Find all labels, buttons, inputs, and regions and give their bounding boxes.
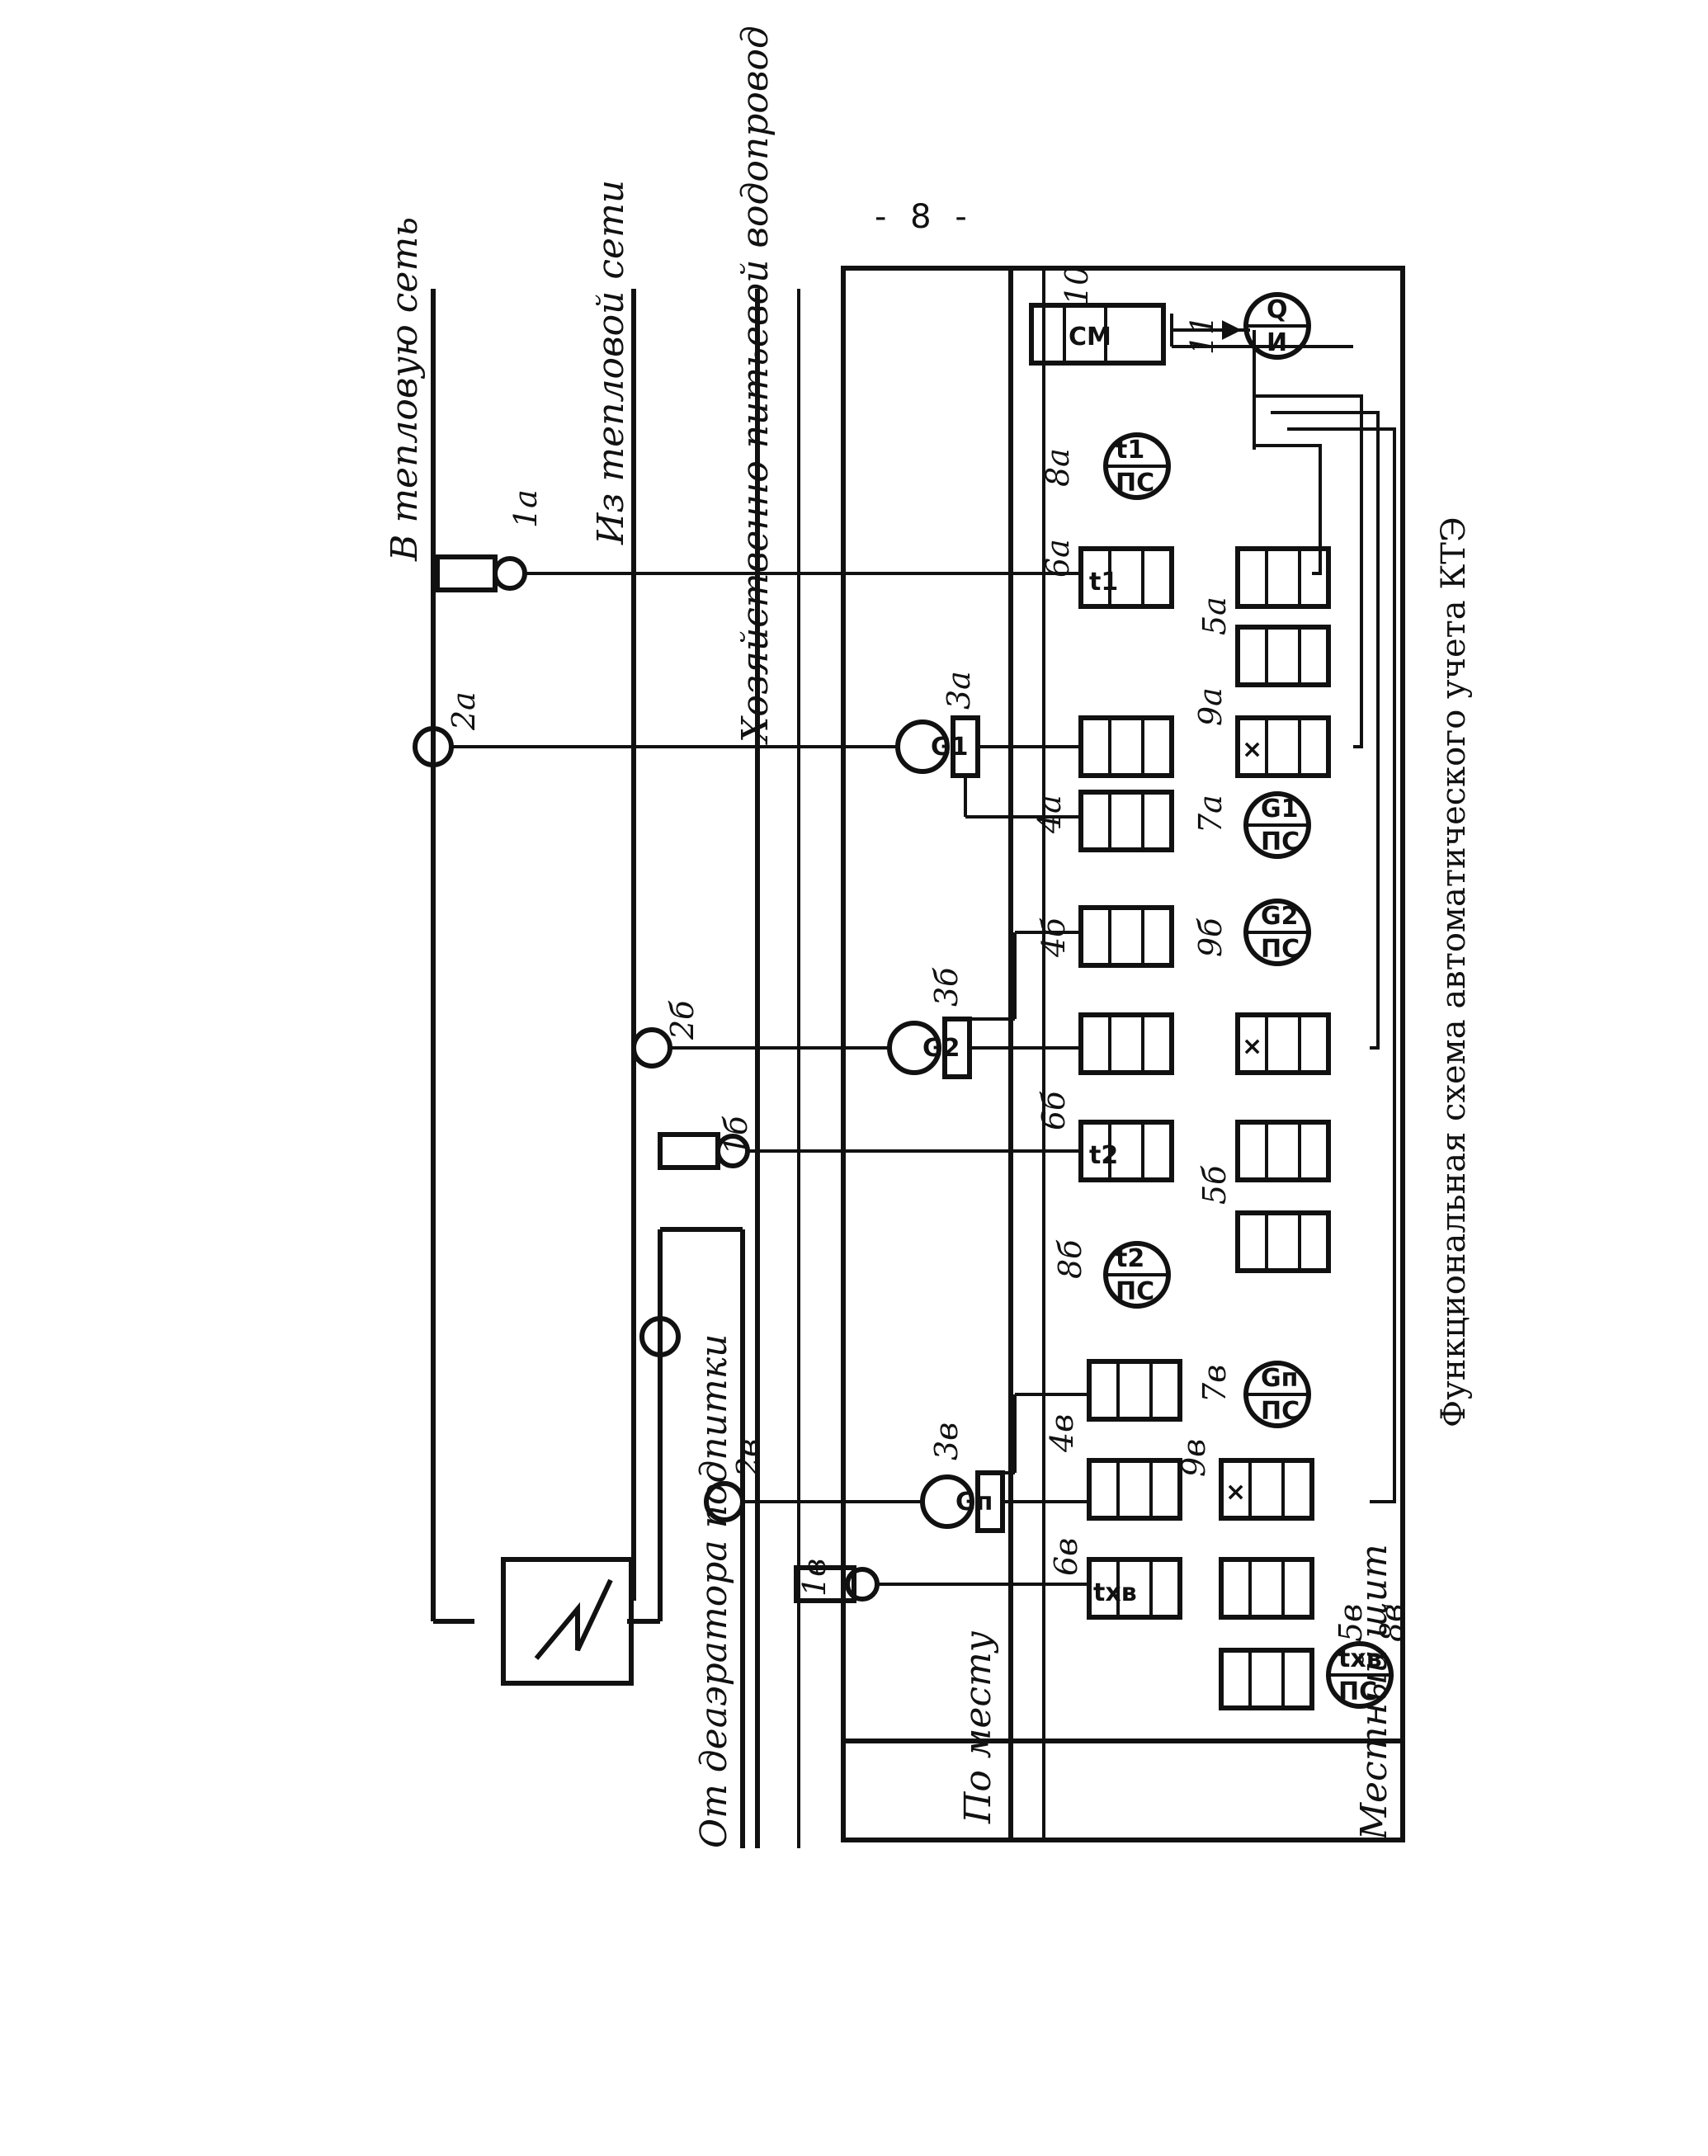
sensor-1v (794, 1565, 856, 1603)
svg-text:tхв: tхв (1093, 1578, 1137, 1607)
transducers (887, 715, 1005, 1533)
svg-text:G1: G1 (1261, 795, 1299, 823)
svg-text:3а: 3а (941, 671, 977, 710)
svg-text:9б: 9б (1192, 918, 1229, 957)
svg-text:6в: 6в (1048, 1538, 1084, 1576)
sensor-1a (435, 554, 498, 592)
svg-text:ПС: ПС (1116, 469, 1154, 498)
svg-text:tхв: tхв (1338, 1644, 1382, 1673)
block-5a-1 (1235, 546, 1331, 609)
svg-text:10: 10 (1059, 266, 1095, 305)
svg-text:ПС: ПС (1116, 1277, 1154, 1306)
svg-text:1б: 1б (718, 1116, 754, 1155)
panel-frame (841, 266, 1405, 1842)
svg-text:2в: 2в (730, 1439, 767, 1478)
svg-text:4б: 4б (1036, 918, 1072, 958)
svg-text:8а: 8а (1040, 448, 1076, 487)
signal-lines (451, 314, 1396, 1586)
page-number: - 8 - (875, 198, 974, 236)
svg-text:5в: 5в (1333, 1604, 1369, 1642)
label-supply: В тепловую сеть (384, 217, 426, 562)
svg-text:7в: 7в (1196, 1365, 1233, 1403)
svg-text:×: × (1242, 1032, 1262, 1061)
block-10: СМ (1029, 303, 1166, 366)
svg-text:Gп: Gп (955, 1488, 993, 1517)
svg-text:4в: 4в (1044, 1414, 1080, 1453)
block-5a-2 (1235, 625, 1331, 687)
block-4v-2 (1087, 1458, 1182, 1521)
svg-text:G2: G2 (922, 1034, 960, 1063)
heat-exchanger (501, 1557, 634, 1686)
svg-text:9в: 9в (1176, 1439, 1212, 1477)
svg-text:5а: 5а (1196, 597, 1233, 635)
block-9b: × (1235, 1012, 1331, 1075)
label-deaerator: От деаэратора подпитки (693, 1334, 735, 1848)
svg-text:2б: 2б (664, 1000, 701, 1040)
svg-text:1в: 1в (796, 1559, 833, 1597)
makeup-pump (639, 1316, 681, 1357)
svg-text:9а: 9а (1192, 687, 1229, 726)
svg-text:ПС: ПС (1261, 828, 1300, 856)
svg-text:Q: Q (1267, 295, 1288, 324)
svg-text:5б: 5б (1196, 1165, 1233, 1205)
block-5b-1 (1235, 1120, 1331, 1182)
svg-text:И: И (1267, 328, 1287, 357)
block-5b-2 (1235, 1210, 1331, 1273)
label-water: Хозяйственно-питьевой водопровод (734, 26, 776, 745)
svg-text:×: × (1225, 1478, 1246, 1507)
svg-text:ПС: ПС (1261, 1397, 1300, 1426)
svg-text:3б: 3б (928, 967, 965, 1007)
process-lines (431, 289, 800, 1848)
svg-text:ПС: ПС (1261, 935, 1300, 964)
svg-text:1а: 1а (507, 489, 544, 528)
block-4b-2 (1078, 1012, 1174, 1075)
block-5v-1 (1219, 1557, 1314, 1620)
block-6a: t1 (1078, 546, 1174, 609)
svg-text:4а: 4а (1031, 795, 1068, 834)
line-labels: В тепловую сеть Из тепловой сети Хозяйст… (384, 26, 1473, 1848)
indicators: t1 ПС Q И G1 ПС G2 ПС t2 ПС Gп ПС tхв ПС… (922, 292, 1394, 1709)
svg-text:t2: t2 (1089, 1141, 1118, 1170)
block-4a-2 (1078, 790, 1174, 852)
block-4b-1 (1078, 905, 1174, 968)
svg-text:×: × (1242, 735, 1262, 764)
block-9v: × (1219, 1458, 1314, 1521)
block-4v-1 (1087, 1359, 1182, 1422)
label-return: Из тепловой сети (590, 180, 632, 545)
svg-text:t1: t1 (1116, 436, 1144, 465)
svg-text:СМ: СМ (1069, 323, 1111, 351)
svg-text:Gп: Gп (1261, 1364, 1298, 1393)
sensor-1b (658, 1132, 720, 1170)
svg-text:G2: G2 (1261, 902, 1299, 931)
figure-caption: Функциональная схема автоматического уче… (1435, 517, 1473, 1427)
position-codes: 1а 2а 3а 4а 5а 6а 7а 8а 9а 1б 2б 3б 4б 5… (446, 266, 1410, 1642)
svg-text:8б: 8б (1052, 1239, 1088, 1279)
block-9a: × (1235, 715, 1331, 778)
svg-text:6а: 6а (1040, 539, 1076, 578)
temperature-sensors (435, 554, 880, 1603)
block-6v: tхв (1087, 1557, 1182, 1620)
label-panel-local: По месту (957, 1630, 999, 1824)
svg-text:6б: 6б (1036, 1091, 1072, 1130)
svg-text:t2: t2 (1116, 1244, 1144, 1273)
block-6b: t2 (1078, 1120, 1174, 1182)
block-4a (1078, 715, 1174, 778)
block-5v-2 (1219, 1648, 1314, 1710)
svg-text:2а: 2а (446, 691, 482, 731)
svg-text:ПС: ПС (1338, 1677, 1377, 1706)
svg-text:7а: 7а (1192, 795, 1229, 833)
svg-text:11: 11 (1184, 315, 1220, 355)
svg-text:3в: 3в (928, 1422, 965, 1460)
svg-text:8в: 8в (1374, 1604, 1410, 1642)
svg-text:t1: t1 (1089, 568, 1118, 597)
label-panel-board: Местный щит (1353, 1544, 1395, 1841)
svg-text:G1: G1 (931, 733, 969, 762)
